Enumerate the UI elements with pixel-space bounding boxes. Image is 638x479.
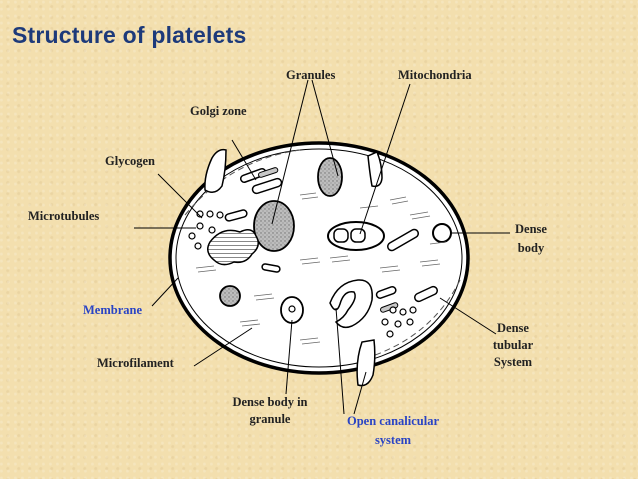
label-dbig-line1: Dense body in (232, 395, 308, 409)
mitochondrion-crista-2 (350, 228, 366, 243)
page-title: Structure of platelets (12, 22, 247, 48)
label-glycogen: Glycogen (105, 154, 155, 168)
label-dts-line1: Dense (497, 321, 529, 335)
microtubule-ring-2 (359, 279, 461, 361)
label-golgi-zone: Golgi zone (190, 104, 247, 118)
label-ocs-line2: system (374, 433, 412, 447)
mitochondrion-crista-1 (333, 228, 349, 243)
label-dense-body-in-granule: Dense body in granule (222, 395, 318, 427)
leader-glycogen (157, 173, 203, 219)
granule-large (253, 200, 295, 252)
leader-membrane (151, 277, 179, 307)
label-dense-body-line1: Dense (515, 222, 547, 236)
microfilament-rods (258, 167, 399, 313)
label-dense-tubular-system: Dense tubular System (484, 321, 542, 370)
label-microtubules: Microtubules (28, 209, 100, 223)
label-dbig-line2: granule (249, 412, 291, 426)
leader-lines (134, 79, 510, 415)
open-canalicular-system (329, 279, 373, 329)
inner-membrane (175, 148, 463, 368)
leader-mitochondria (359, 83, 411, 235)
leader-dense-body-granule (285, 319, 293, 395)
dense-body-granule-core (288, 305, 296, 313)
dense-body (432, 223, 452, 243)
label-dts-line3: System (493, 355, 533, 369)
leader-granules-1 (271, 79, 309, 225)
label-dts-line2: tubular (492, 338, 534, 352)
label-microfilament: Microfilament (97, 356, 174, 370)
leader-granules-2 (311, 79, 339, 177)
canalicular-opening-top (204, 148, 227, 193)
label-dense-body: Dense body (506, 222, 556, 256)
cell-membrane (168, 141, 470, 375)
label-granules: Granules (286, 68, 336, 82)
label-dense-body-line2: body (517, 241, 545, 255)
label-membrane: Membrane (83, 303, 143, 317)
canalicular-opening-bottom (356, 339, 376, 387)
leader-microfilament (193, 327, 253, 367)
label-open-canalicular-system: Open canalicular system (332, 414, 454, 448)
glycogen-particles (188, 210, 417, 338)
glycogen-cluster (207, 229, 259, 266)
leader-ocs-2 (353, 371, 367, 415)
label-ocs-line1: Open canalicular (346, 414, 440, 428)
microtubule-ring (184, 149, 301, 216)
leader-dense-tubular (439, 297, 497, 335)
leader-golgi (231, 139, 257, 181)
label-mitochondria: Mitochondria (398, 68, 472, 82)
granule-left (219, 285, 241, 307)
leader-ocs-1 (335, 307, 345, 415)
granule-top (317, 157, 343, 197)
